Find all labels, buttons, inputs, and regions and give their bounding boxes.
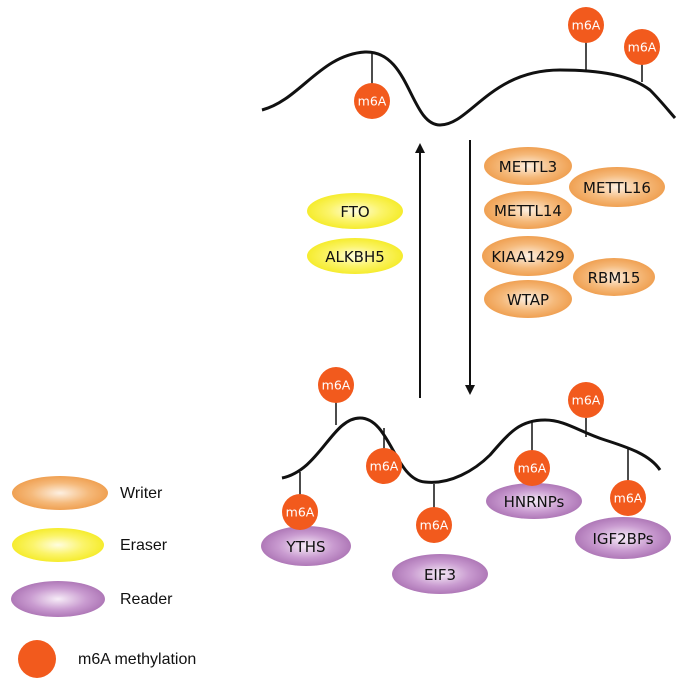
m6a-site: m6A — [624, 29, 660, 65]
reader-label-igf2bps: IGF2BPs — [592, 530, 653, 548]
m6a-label: m6A — [628, 40, 657, 55]
eraser-label-fto: FTO — [340, 203, 369, 221]
bottom-mrna: YTHS EIF3 HNRNPs IGF2BPs m6A m6A m6A — [261, 367, 671, 594]
reader-ellipse: YTHS — [261, 526, 351, 566]
writer-label-mettl3: METTL3 — [499, 158, 557, 176]
top-mrna: m6A m6A m6A — [261, 7, 677, 127]
writer-group: METTL3 METTL16 METTL14 KIAA1429 RBM15 WT… — [482, 147, 665, 318]
legend-item-writer: Writer — [12, 476, 163, 510]
top-mrna-strand — [261, 50, 677, 127]
bottom-mrna-strand — [281, 416, 662, 484]
m6a-site: m6A — [610, 480, 646, 516]
writer-label-kiaa1429: KIAA1429 — [491, 248, 564, 266]
m6a-label: m6A — [420, 518, 449, 533]
eraser-ellipse: FTO — [307, 193, 403, 229]
reader-label-yths: YTHS — [285, 538, 325, 556]
writer-ellipse: RBM15 — [573, 258, 655, 296]
m6a-site: m6A — [568, 382, 604, 418]
legend-label-writer: Writer — [120, 485, 163, 502]
m6a-site: m6A — [366, 448, 402, 484]
writer-ellipse: METTL16 — [569, 167, 665, 207]
m6a-label: m6A — [286, 505, 315, 520]
writer-label-wtap: WTAP — [507, 291, 549, 309]
legend: Writer Eraser Reader m6A methylation — [11, 476, 196, 678]
writer-ellipse: METTL14 — [484, 191, 572, 229]
reader-label-eif3: EIF3 — [424, 566, 456, 584]
m6a-label: m6A — [322, 378, 351, 393]
reader-ellipse: EIF3 — [392, 554, 488, 594]
writer-label-rbm15: RBM15 — [588, 269, 641, 287]
m6a-label: m6A — [572, 393, 601, 408]
m6a-label: m6A — [358, 94, 387, 109]
legend-item-eraser: Eraser — [12, 528, 168, 562]
legend-item-reader: Reader — [11, 581, 173, 617]
eraser-group: FTO ALKBH5 — [307, 193, 403, 274]
eraser-label-alkbh5: ALKBH5 — [325, 248, 385, 266]
writer-ellipse: KIAA1429 — [482, 236, 574, 276]
m6a-site: m6A — [514, 450, 550, 486]
m6a-label: m6A — [572, 18, 601, 33]
m6a-label: m6A — [370, 459, 399, 474]
reader-ellipse: IGF2BPs — [575, 517, 671, 559]
m6a-label: m6A — [518, 461, 547, 476]
reader-label-hnrnps: HNRNPs — [504, 493, 565, 511]
m6a-site: m6A — [354, 83, 390, 119]
m6a-label: m6A — [614, 491, 643, 506]
m6a-site: m6A — [416, 507, 452, 543]
m6a-site: m6A — [318, 367, 354, 403]
legend-label-methylation: m6A methylation — [78, 651, 196, 668]
writer-ellipse: WTAP — [484, 280, 572, 318]
writer-label-mettl14: METTL14 — [494, 202, 562, 220]
writer-ellipse: METTL3 — [484, 147, 572, 185]
writer-label-mettl16: METTL16 — [583, 179, 651, 197]
legend-label-eraser: Eraser — [120, 537, 168, 554]
m6a-site: m6A — [568, 7, 604, 43]
reader-ellipse: HNRNPs — [486, 483, 582, 519]
eraser-ellipse: ALKBH5 — [307, 238, 403, 274]
legend-item-methylation: m6A methylation — [18, 640, 196, 678]
legend-label-reader: Reader — [120, 591, 173, 608]
m6a-site: m6A — [282, 494, 318, 530]
